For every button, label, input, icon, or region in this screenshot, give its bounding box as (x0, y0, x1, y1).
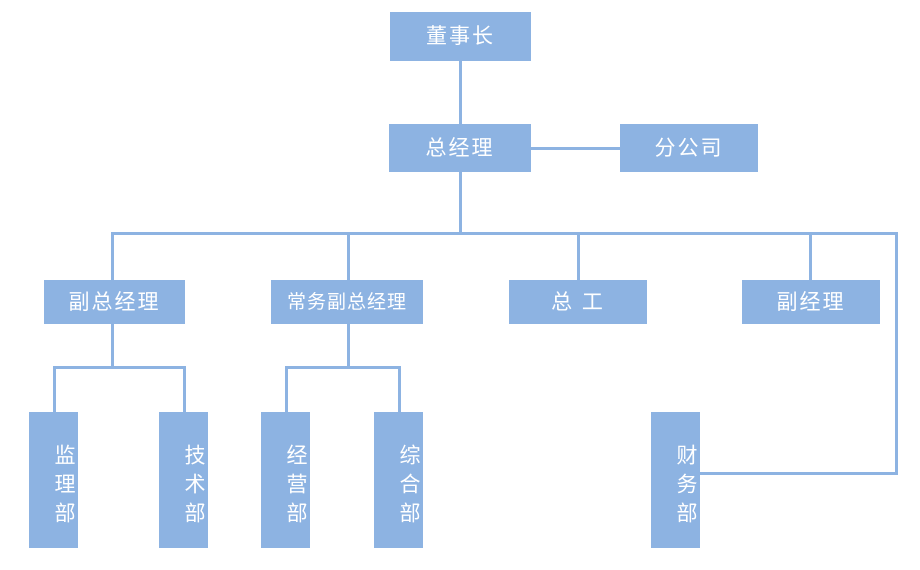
connector-bus-to-chief-engineer (577, 232, 580, 280)
node-chief-engineer[interactable]: 总 工 (509, 280, 647, 324)
node-executive-deputy-general-manager[interactable]: 常务副总经理 (271, 280, 423, 324)
connector-general-manager-stem (459, 172, 462, 234)
connector-bus-to-deputy-manager (809, 232, 812, 280)
connector-bus-to-executive-deputy-general-manager (347, 232, 350, 280)
connector-chairman-to-general-manager (459, 61, 462, 125)
connector-right-riser-to-finance-department (895, 232, 898, 475)
connector-finance-department-feed (700, 472, 898, 475)
connector-bus-to-deputy-general-manager (111, 232, 114, 280)
node-deputy-general-manager[interactable]: 副总经理 (44, 280, 185, 324)
connector-fork-to-supervision-department (53, 366, 56, 412)
connector-fork-to-technical-department (183, 366, 186, 412)
node-supervision-department[interactable]: 监理部 (29, 412, 78, 548)
node-branch-company[interactable]: 分公司 (620, 124, 758, 172)
node-chairman[interactable]: 董事长 (390, 12, 531, 61)
connector-executive-deputy-general-manager-stem (347, 324, 350, 368)
node-general-manager[interactable]: 总经理 (389, 124, 531, 172)
node-technical-department[interactable]: 技术部 (159, 412, 208, 548)
connector-deputy-general-manager-stem (111, 324, 114, 368)
node-business-department[interactable]: 经营部 (261, 412, 310, 548)
connector-fork-to-general-affairs-department (398, 366, 401, 412)
connector-executive-deputy-general-manager-fork-bus (285, 366, 401, 369)
connector-level3-bus (111, 232, 898, 235)
connector-general-manager-to-branch-company (531, 147, 620, 150)
node-deputy-manager[interactable]: 副经理 (742, 280, 880, 324)
node-finance-department[interactable]: 财务部 (651, 412, 700, 548)
node-general-affairs-department[interactable]: 综合部 (374, 412, 423, 548)
connector-deputy-general-manager-fork-bus (53, 366, 186, 369)
connector-fork-to-business-department (285, 366, 288, 412)
